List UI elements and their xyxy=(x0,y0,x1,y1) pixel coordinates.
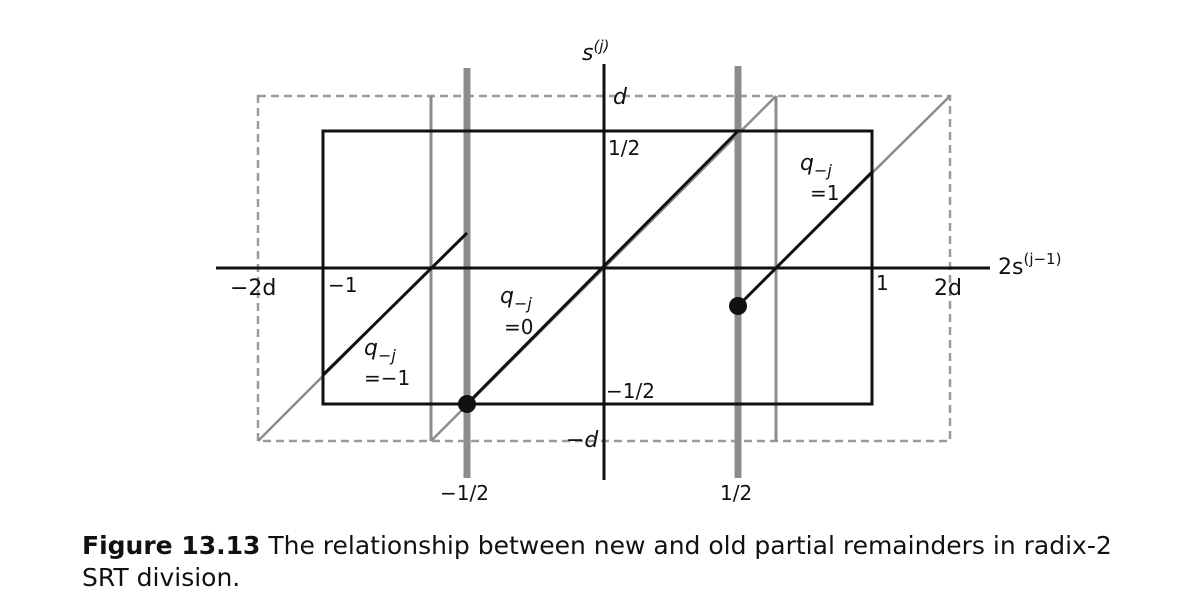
region-label-q-1: q−j =1 xyxy=(800,151,839,205)
tick-x-neg-2d: −2d xyxy=(230,276,276,301)
dot-pos-half xyxy=(729,297,747,315)
x-axis-label: 2s(j−1) xyxy=(998,250,1061,280)
tick-y-neg-d: −d xyxy=(566,428,599,453)
svg-text:=−1: =−1 xyxy=(364,366,410,390)
tick-y-half: 1/2 xyxy=(608,136,640,160)
tick-x-pos-half: 1/2 xyxy=(720,481,752,505)
caption-text: The relationship between new and old par… xyxy=(82,531,1112,592)
caption-number: Figure 13.13 xyxy=(82,531,261,560)
line-q-1 xyxy=(736,170,874,308)
svg-text:q−j: q−j xyxy=(500,284,532,313)
region-label-q-0: q−j =0 xyxy=(500,284,533,339)
dot-neg-half xyxy=(458,395,476,413)
tick-x-neg-half: −1/2 xyxy=(440,481,489,505)
tick-y-d: d xyxy=(613,85,628,110)
y-axis-label: s(j) xyxy=(582,37,609,66)
svg-text:=0: =0 xyxy=(504,315,533,339)
tick-x-pos-1: 1 xyxy=(876,271,889,295)
tick-x-pos-2d: 2d xyxy=(934,276,962,301)
svg-text:q−j: q−j xyxy=(364,336,396,365)
line-q-0 xyxy=(465,129,740,406)
figure-caption: Figure 13.13 The relationship between ne… xyxy=(82,530,1162,594)
tick-y-neg-half: −1/2 xyxy=(606,379,655,403)
line-q-neg1 xyxy=(321,231,469,377)
tick-x-neg-1: −1 xyxy=(328,273,357,297)
svg-text:q−j: q−j xyxy=(800,151,832,180)
svg-text:=1: =1 xyxy=(810,181,839,205)
srt-diagram: s(j) 2s(j−1) d 1/2 −1/2 −d −2d −1 1 2d −… xyxy=(216,37,1061,505)
region-label-q-neg1: q−j =−1 xyxy=(364,336,410,390)
